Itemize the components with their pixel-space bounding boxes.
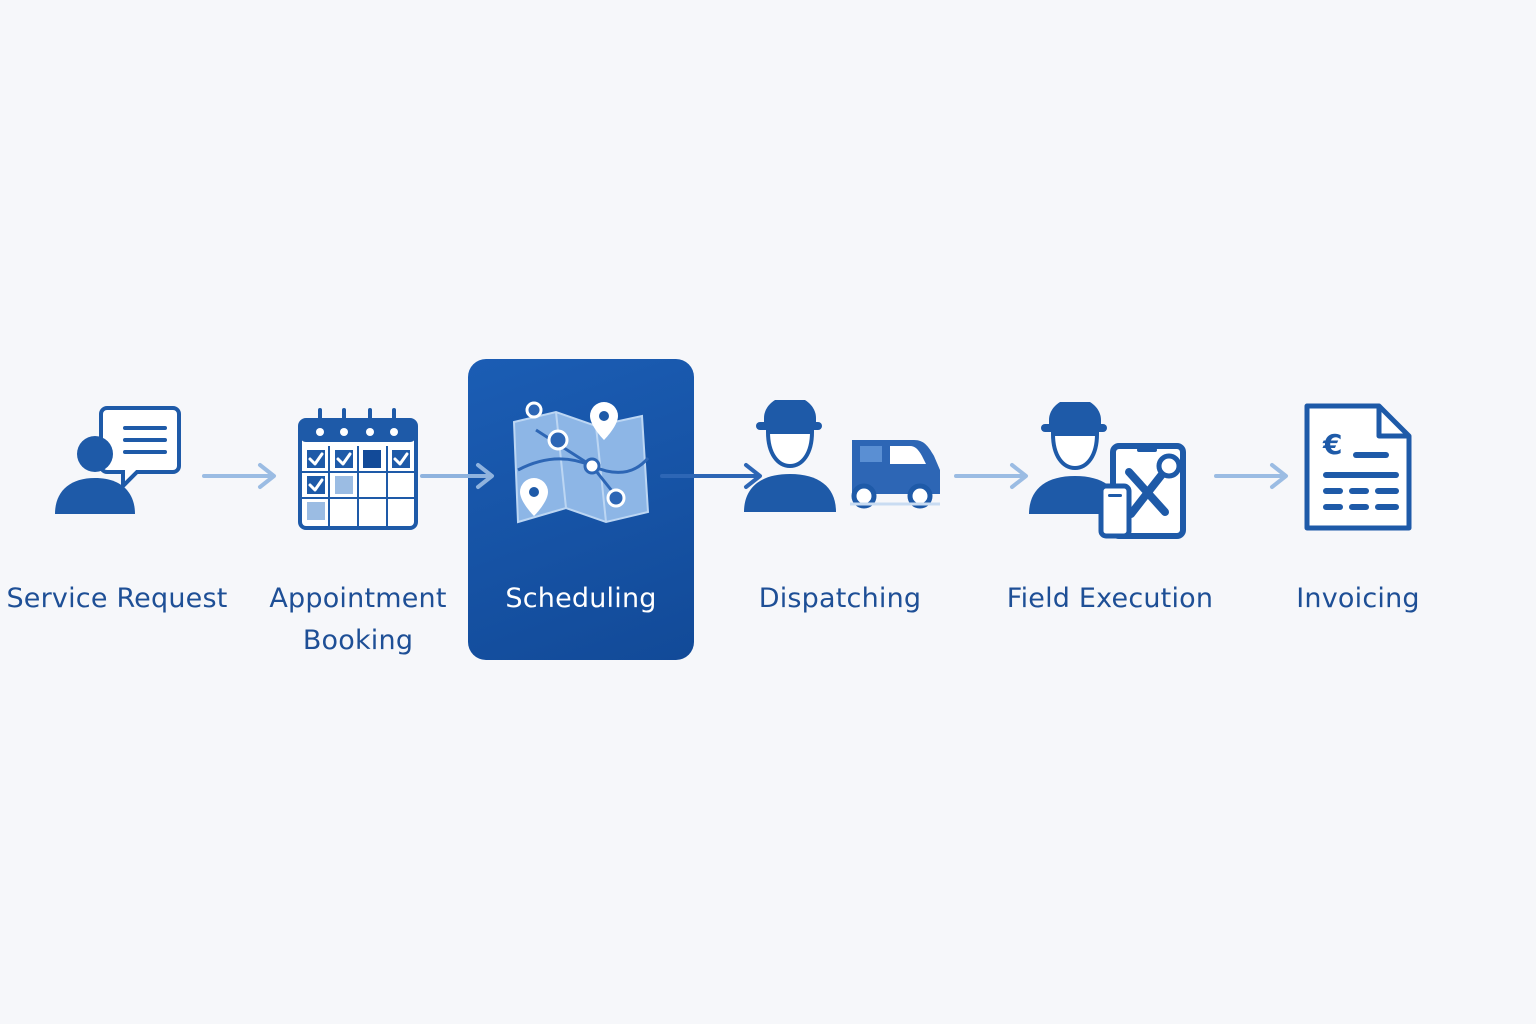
step-appointment-booking: Appointment Booking xyxy=(238,0,478,1024)
step-scheduling: Scheduling xyxy=(461,0,701,1024)
step-invoicing: € Invoicing xyxy=(1238,0,1478,1024)
map-route-icon xyxy=(512,401,650,524)
step-field-execution: Field Execution xyxy=(990,0,1230,1024)
step-label: Service Request xyxy=(6,583,228,614)
step-label: Field Execution xyxy=(1006,583,1214,614)
step-label: Invoicing xyxy=(1296,583,1420,614)
svg-text:€: € xyxy=(1322,428,1342,461)
euro-invoice-icon: € xyxy=(1304,403,1412,531)
step-label: Appointment Booking xyxy=(269,583,447,656)
step-dispatching: Dispatching xyxy=(720,0,960,1024)
step-service-request: Service Request xyxy=(0,0,237,1024)
flow-arrow-2 xyxy=(420,463,494,489)
flow-arrow-5 xyxy=(1214,463,1288,489)
technician-van-icon xyxy=(744,400,940,512)
calendar-icon xyxy=(298,408,418,530)
flow-arrow-1 xyxy=(202,463,276,489)
flow-arrow-3 xyxy=(660,463,762,489)
person-chat-icon xyxy=(55,406,181,514)
step-label: Dispatching xyxy=(758,583,922,614)
technician-tablet-tools-icon xyxy=(1029,402,1186,539)
flow-arrow-4 xyxy=(954,463,1028,489)
step-label: Scheduling xyxy=(505,583,657,614)
